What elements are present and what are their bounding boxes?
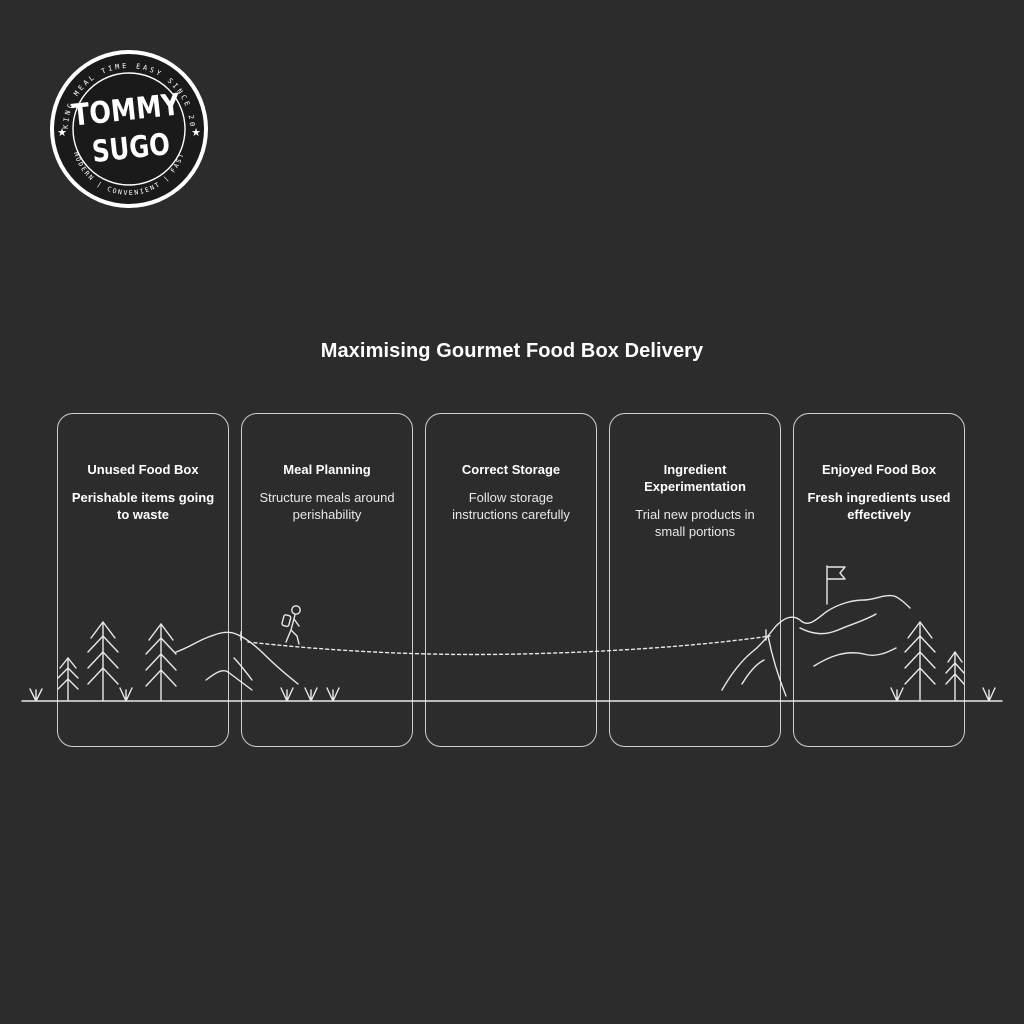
stage-card-unused-food-box: Unused Food Box Perishable items going t… [57, 413, 229, 747]
page-title: Maximising Gourmet Food Box Delivery [320, 340, 704, 362]
star-icon: ★ [57, 127, 67, 139]
stage-card-enjoyed-food-box: Enjoyed Food Box Fresh ingredients used … [793, 413, 965, 747]
stage-description: Perishable items going to waste [71, 490, 215, 522]
stage-description: Fresh ingredients used effectively [807, 490, 951, 522]
stage-description: Follow storage instructions carefully [452, 490, 570, 522]
grass-icon [982, 687, 996, 702]
stage-card-ingredient-experimentation: Ingredient Experimentation Trial new pro… [609, 413, 781, 747]
stage-description: Trial new products in small portions [635, 507, 755, 539]
stage-card-correct-storage: Correct Storage Follow storage instructi… [425, 413, 597, 747]
stage-title: Meal Planning [283, 462, 371, 477]
stage-title: Enjoyed Food Box [821, 462, 937, 477]
stage-title: Ingredient Experimentation [644, 462, 746, 494]
stage-title: Unused Food Box [87, 462, 199, 477]
stage-description: Structure meals around perishability [259, 490, 395, 522]
logo-name-line2: SUGO [90, 127, 171, 170]
brand-logo: MAKING MEAL TIME EASY SINCE 2014 MODERN … [42, 48, 216, 210]
stage-title: Correct Storage [461, 462, 561, 477]
star-icon: ★ [191, 127, 201, 139]
grass-icon [29, 688, 43, 702]
stage-card-meal-planning: Meal Planning Structure meals around per… [241, 413, 413, 747]
